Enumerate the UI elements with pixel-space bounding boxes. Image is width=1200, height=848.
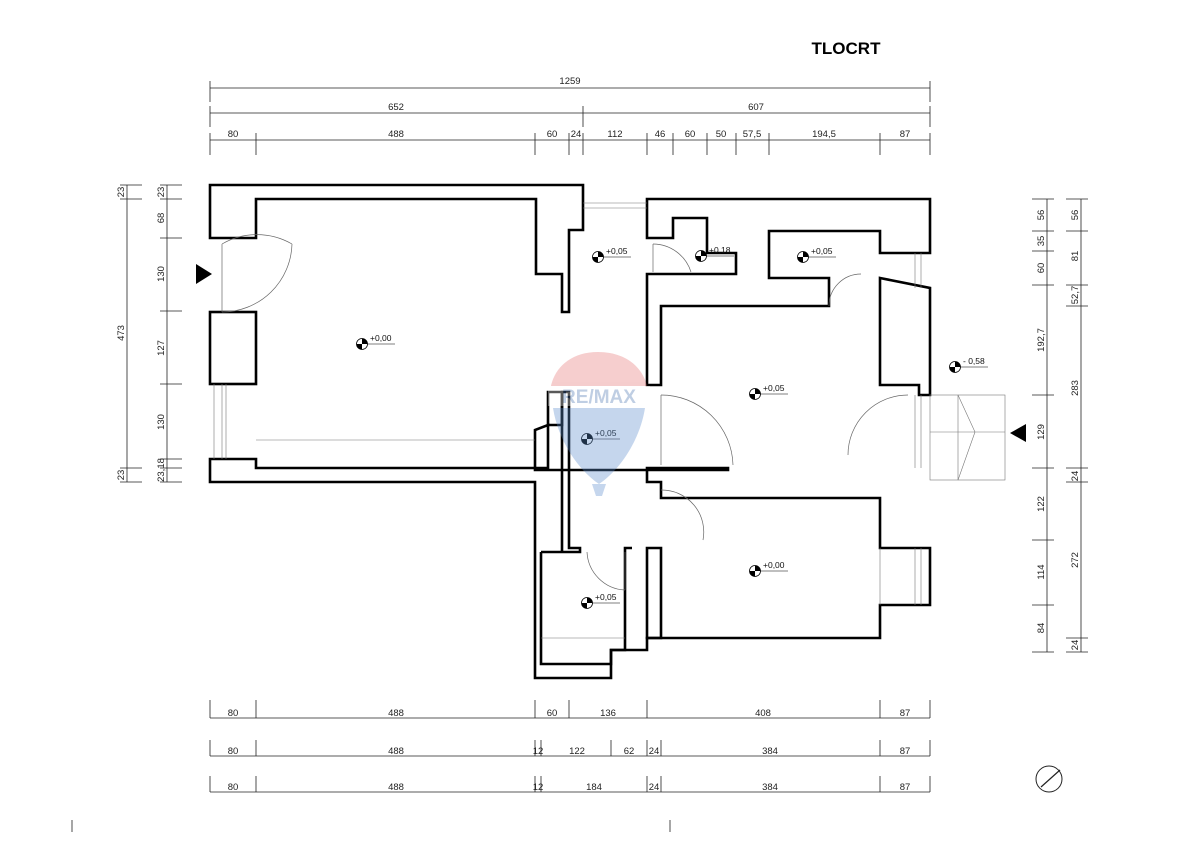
dim-left-inner-1: 68 bbox=[156, 213, 167, 224]
dim-bottom-row2-4: 62 bbox=[624, 746, 635, 757]
dim-left-inner-0: 23 bbox=[156, 187, 167, 198]
dim-top-row3-3: 24 bbox=[571, 129, 582, 140]
level-label: +0,00 bbox=[370, 333, 392, 343]
dim-left-inner-5: 23,18 bbox=[156, 458, 167, 482]
dim-top-row3-1: 488 bbox=[388, 129, 404, 140]
level-marker: +0,05 bbox=[797, 246, 836, 263]
dim-bottom-row2-6: 384 bbox=[762, 746, 778, 757]
bottom-dimension-chains: 80 488 60 136 408 87 80 488 12 122 62 24… bbox=[209, 700, 931, 793]
dim-right-inner-6: 114 bbox=[1036, 564, 1047, 579]
dim-top-row2-0: 652 bbox=[388, 102, 404, 113]
level-marker: +0,05 bbox=[581, 592, 620, 609]
dim-top-row3-2: 60 bbox=[547, 129, 558, 140]
dim-right-outer-4: 24 bbox=[1070, 471, 1081, 482]
dim-bottom-row3-5: 384 bbox=[762, 782, 778, 793]
dim-right-outer-6: 24 bbox=[1070, 640, 1081, 651]
dim-right-inner-0: 56 bbox=[1036, 210, 1047, 221]
level-marker: +0,05 bbox=[592, 246, 631, 263]
top-dimension-chains: 1259 652 607 80 488 60 24 112 46 60 bbox=[209, 76, 931, 155]
dim-top-row3-9: 194,5 bbox=[812, 129, 836, 140]
dim-bottom-row2-5: 24 bbox=[649, 746, 660, 757]
level-markers: +0,00 +0,05 +0,18 +0,05 +0,05 bbox=[356, 245, 988, 609]
dim-top-row3-8: 57,5 bbox=[743, 129, 762, 140]
dim-right-outer-0: 56 bbox=[1070, 210, 1081, 221]
dim-left-outer-0: 23 bbox=[116, 187, 127, 198]
dim-right-inner-4: 129 bbox=[1036, 424, 1047, 440]
level-label: +0,05 bbox=[606, 246, 628, 256]
dim-bottom-row3-3: 184 bbox=[586, 782, 602, 793]
dim-top-row3-10: 87 bbox=[900, 129, 911, 140]
dim-left-inner-3: 127 bbox=[156, 340, 167, 356]
dim-bottom-row2-1: 488 bbox=[388, 746, 404, 757]
dim-bottom-row2-0: 80 bbox=[228, 746, 239, 757]
dim-top-overall: 1259 bbox=[559, 76, 580, 87]
dim-bottom-row2-3: 122 bbox=[569, 746, 585, 757]
level-label: +0,05 bbox=[811, 246, 833, 256]
level-label: +0,05 bbox=[595, 428, 617, 438]
dim-bottom-row1-4: 408 bbox=[755, 708, 771, 719]
level-label: +0,05 bbox=[595, 592, 617, 602]
dim-left-inner-2: 130 bbox=[156, 266, 167, 282]
dim-bottom-row2-2: 12 bbox=[533, 746, 544, 757]
dim-bottom-row3-0: 80 bbox=[228, 782, 239, 793]
dim-right-inner-5: 122 bbox=[1036, 496, 1047, 512]
dim-top-row3-6: 60 bbox=[685, 129, 696, 140]
level-label: +0,18 bbox=[709, 245, 731, 255]
dim-left-outer-2: 23 bbox=[116, 470, 127, 481]
dim-top-row3-4: 112 bbox=[607, 129, 622, 140]
level-marker: +0,00 bbox=[356, 333, 395, 350]
dim-bottom-row3-4: 24 bbox=[649, 782, 660, 793]
windows bbox=[213, 202, 922, 639]
entrance-arrow-right-icon bbox=[1010, 424, 1026, 442]
dim-top-row3-5: 46 bbox=[655, 129, 666, 140]
dim-bottom-row1-2: 60 bbox=[547, 708, 558, 719]
level-marker: +0,18 bbox=[695, 245, 734, 262]
doors bbox=[221, 234, 909, 591]
dim-right-outer-1: 81 bbox=[1070, 251, 1081, 262]
level-marker: - 0,58 bbox=[949, 356, 988, 373]
dim-right-outer-5: 272 bbox=[1070, 552, 1081, 568]
entrance-arrow-left-icon bbox=[196, 264, 212, 284]
dim-top-row3-7: 50 bbox=[716, 129, 727, 140]
dim-right-outer-3: 283 bbox=[1070, 380, 1081, 396]
dim-bottom-row3-1: 488 bbox=[388, 782, 404, 793]
exterior-stairs bbox=[929, 394, 1006, 481]
level-label: +0,05 bbox=[763, 383, 785, 393]
dim-right-inner-3: 192,7 bbox=[1036, 328, 1047, 352]
north-arrow-icon bbox=[1035, 765, 1063, 793]
dim-bottom-row3-2: 12 bbox=[533, 782, 544, 793]
dim-right-inner-2: 60 bbox=[1036, 263, 1047, 274]
dim-bottom-row1-5: 87 bbox=[900, 708, 911, 719]
dim-bottom-row3-6: 87 bbox=[900, 782, 911, 793]
level-label: - 0,58 bbox=[963, 356, 985, 366]
dim-right-outer-2: 52,7 bbox=[1070, 286, 1081, 305]
dim-right-inner-1: 35 bbox=[1036, 236, 1047, 247]
dim-bottom-row1-1: 488 bbox=[388, 708, 404, 719]
dim-top-row2-1: 607 bbox=[748, 102, 764, 113]
dim-bottom-row1-3: 136 bbox=[600, 708, 616, 719]
dim-bottom-row2-7: 87 bbox=[900, 746, 911, 757]
level-marker: +0,05 bbox=[749, 383, 788, 400]
dim-left-outer-1: 473 bbox=[116, 325, 127, 341]
dim-left-inner-4: 130 bbox=[156, 414, 167, 430]
right-dimension-chains: 56 35 60 192,7 129 122 114 84 56 81 52,7… bbox=[1032, 198, 1088, 653]
left-dimension-chains: 23 473 23 23 68 130 127 130 23,18 bbox=[116, 184, 182, 483]
dim-bottom-row1-0: 80 bbox=[228, 708, 239, 719]
dim-right-inner-7: 84 bbox=[1036, 623, 1047, 634]
remax-balloon-logo: RE/MAX bbox=[548, 352, 650, 496]
watermark-text: RE/MAX bbox=[562, 387, 636, 408]
plan-title: TLOCRT bbox=[812, 39, 882, 58]
dim-top-row3-0: 80 bbox=[228, 129, 239, 140]
level-marker: +0,00 bbox=[749, 560, 788, 577]
level-marker: +0,05 bbox=[581, 428, 620, 445]
level-label: +0,00 bbox=[763, 560, 785, 570]
